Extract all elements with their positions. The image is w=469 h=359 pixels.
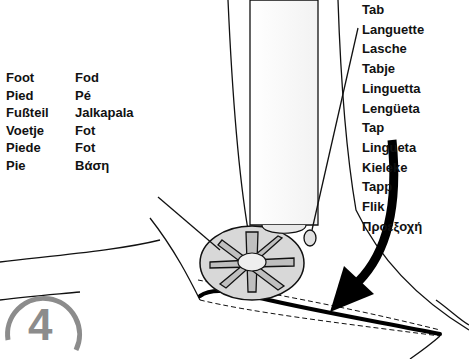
part-name: Fod: [75, 70, 99, 85]
part-name: Fußteil: [6, 105, 49, 120]
motion-arrowhead: [330, 266, 374, 312]
foot-fins: [210, 232, 294, 292]
part-name: Voetje: [6, 123, 44, 138]
part-name: Tap: [362, 120, 384, 135]
part-name: Pie: [6, 158, 26, 173]
step-circle: [8, 298, 80, 350]
tab-leader: [312, 28, 358, 230]
tab: [304, 230, 316, 246]
part-name: Pé: [75, 88, 91, 103]
part-name: Piede: [6, 140, 41, 155]
part-name: Προεξοχή: [362, 219, 422, 234]
handle: [250, 0, 318, 225]
part-name: Lasche: [362, 41, 407, 56]
part-name: Flik: [362, 199, 384, 214]
part-name: Lingueta: [362, 140, 416, 155]
step-number: 4: [28, 302, 52, 348]
foot-leader: [158, 197, 220, 250]
part-name: Foot: [6, 70, 34, 85]
part-name: Βάση: [75, 158, 109, 173]
part-name: Fot: [75, 140, 95, 155]
part-name: Lengüeta: [362, 101, 420, 116]
part-name: Jalkapala: [75, 105, 134, 120]
part-name: Linguetta: [362, 81, 421, 96]
part-name: Fot: [75, 123, 95, 138]
part-name: Kieleke: [362, 160, 408, 175]
part-name: Languette: [362, 22, 424, 37]
part-name: Tabje: [362, 61, 395, 76]
part-name: Tab: [362, 2, 384, 17]
part-name: Tapp: [362, 179, 392, 194]
foot-hub: [238, 253, 266, 271]
handle-base: [262, 225, 306, 233]
part-name: Pied: [6, 88, 33, 103]
foot-disc: [200, 226, 304, 300]
